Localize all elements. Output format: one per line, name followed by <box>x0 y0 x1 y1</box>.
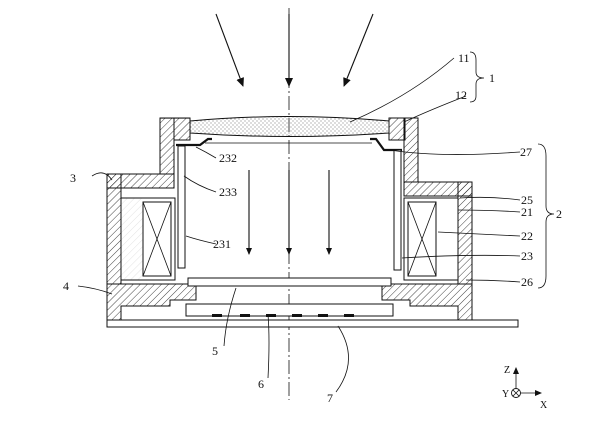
coil-right <box>403 197 459 281</box>
axis-x-label: X <box>540 400 548 411</box>
label-23: 23 <box>521 249 533 263</box>
sensor-pixels <box>212 314 354 317</box>
membrane-27 <box>370 137 402 152</box>
label-231: 231 <box>213 237 231 251</box>
incident-light-arrows <box>215 13 374 87</box>
carrier-left-233 <box>177 145 186 269</box>
coil-left <box>120 197 176 281</box>
label-25: 25 <box>521 193 533 207</box>
membrane-232 <box>176 137 212 147</box>
substrate-7 <box>106 319 519 328</box>
label-26: 26 <box>521 275 533 289</box>
label-4: 4 <box>63 279 69 293</box>
lens-holder-left-12 <box>173 117 191 141</box>
label-12: 12 <box>455 88 467 102</box>
carrier-right-23 <box>393 149 402 271</box>
axis-y-label: Y <box>502 389 509 400</box>
label-232: 232 <box>219 151 237 165</box>
label-2: 2 <box>556 207 562 221</box>
axis-z-label: Z <box>504 365 510 376</box>
filter-5 <box>187 277 392 287</box>
label-5: 5 <box>212 344 218 358</box>
leader-lines <box>77 51 555 393</box>
inner-light-arrows <box>246 170 332 255</box>
label-22: 22 <box>521 229 533 243</box>
label-1: 1 <box>489 71 495 85</box>
coordinate-axes: Z Y X <box>502 365 548 411</box>
label-7: 7 <box>327 391 333 405</box>
label-11: 11 <box>458 51 470 65</box>
label-3: 3 <box>70 171 76 185</box>
label-233: 233 <box>219 185 237 199</box>
label-6: 6 <box>258 377 264 391</box>
sensor-6 <box>185 303 394 317</box>
label-27: 27 <box>520 145 532 159</box>
lens-holder-right-12 <box>388 117 406 141</box>
base-4 <box>106 283 473 321</box>
lens-element-11 <box>189 116 390 137</box>
label-21: 21 <box>521 205 533 219</box>
